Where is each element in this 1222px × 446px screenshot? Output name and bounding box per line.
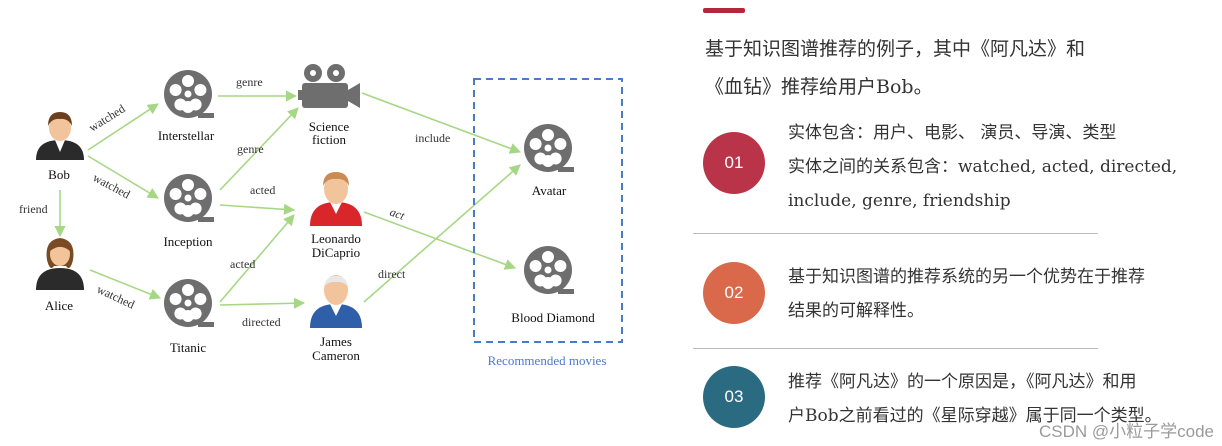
film-reel-icon: [164, 279, 214, 327]
film-reel-icon: [164, 70, 214, 118]
edge-label-genre: genre: [236, 75, 263, 89]
point-text: 实体包含：用户、电影、 演员、导演、类型 实体之间的关系包含：watched, …: [788, 116, 1198, 218]
node-label-leonardo: Leonardo: [311, 231, 361, 246]
edge-label-watched: watched: [86, 101, 127, 134]
number-badge: 02: [703, 262, 765, 324]
film-reel-icon: [524, 124, 574, 172]
edge-label-acted: acted: [250, 183, 275, 197]
point-line: 实体之间的关系包含：watched, acted, directed,: [788, 150, 1198, 184]
edge-label-watched: watched: [91, 170, 133, 201]
person-alice-icon: [36, 238, 84, 290]
person-leonardo-icon: [310, 172, 362, 226]
node-label-inception: Inception: [163, 234, 213, 249]
node-label-interstellar: Interstellar: [158, 128, 215, 143]
edge-label-direct: direct: [378, 267, 406, 281]
edge-label-directed: directed: [242, 315, 281, 329]
knowledge-graph-diagram: watched watched watched friend genre gen…: [0, 0, 690, 446]
person-james-icon: [310, 275, 362, 328]
explanation-panel: 基于知识图谱推荐的例子，其中《阿凡达》和 《血钻》推荐给用户Bob。 01 实体…: [690, 0, 1222, 446]
edge-label-friend: friend: [19, 202, 48, 216]
edge-inception-leonardo: [220, 205, 294, 210]
point-line: 推荐《阿凡达》的一个原因是，《阿凡达》和用: [788, 365, 1198, 399]
number-badge: 01: [703, 132, 765, 194]
point-line: 基于知识图谱的推荐系统的另一个优势在于推荐: [788, 260, 1198, 294]
edge-label-include: include: [415, 131, 450, 145]
number-badge: 03: [703, 366, 765, 428]
node-label-leonardo: DiCaprio: [312, 245, 360, 260]
node-label-bob: Bob: [48, 167, 70, 182]
edge-titanic-james: [220, 303, 304, 305]
edge-label-acted: acted: [230, 257, 255, 271]
edge-leonardo-blooddiamond: [364, 212, 515, 268]
edge-james-avatar: [364, 165, 520, 302]
film-reel-icon: [164, 174, 214, 222]
node-label-science-fiction: fiction: [312, 132, 346, 147]
intro-line: 基于知识图谱推荐的例子，其中《阿凡达》和: [705, 30, 1205, 68]
node-label-avatar: Avatar: [532, 183, 567, 198]
divider: [693, 348, 1098, 349]
recommended-box: [474, 79, 622, 342]
point-text: 基于知识图谱的推荐系统的另一个优势在于推荐 结果的可解释性。: [788, 260, 1198, 328]
divider: [693, 233, 1098, 234]
point-line: include, genre, friendship: [788, 184, 1198, 218]
node-label-titanic: Titanic: [170, 340, 207, 355]
intro-text: 基于知识图谱推荐的例子，其中《阿凡达》和 《血钻》推荐给用户Bob。: [705, 30, 1205, 106]
node-label-james: Cameron: [312, 348, 360, 363]
point-line: 结果的可解释性。: [788, 294, 1198, 328]
movie-camera-icon: [298, 64, 360, 108]
edge-label-genre: genre: [237, 142, 264, 156]
node-label-james: James: [320, 334, 352, 349]
edge-label-act: act: [388, 205, 407, 223]
node-label-alice: Alice: [45, 298, 73, 313]
intro-line: 《血钻》推荐给用户Bob。: [705, 68, 1205, 106]
recommended-label: Recommended movies: [488, 353, 607, 368]
person-bob-icon: [36, 112, 84, 160]
node-label-blood-diamond: Blood Diamond: [511, 310, 595, 325]
point-line: 实体包含：用户、电影、 演员、导演、类型: [788, 116, 1198, 150]
accent-bar: [703, 8, 745, 13]
watermark: CSDN @小粒子学code: [1039, 417, 1214, 442]
film-reel-icon: [524, 246, 574, 294]
